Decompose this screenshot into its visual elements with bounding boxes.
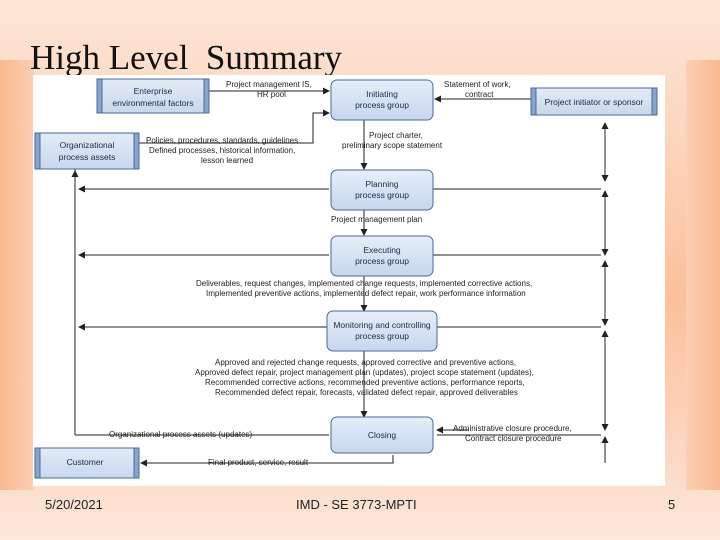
charter-line-2: preliminary scope statement (342, 141, 443, 150)
slide-left-band (0, 60, 34, 490)
page-number: 5 (668, 497, 676, 512)
sow-line-1: Statement of work, (444, 80, 511, 89)
org-updates-label: Organizational process assets (updates) (109, 430, 253, 439)
planning-box: Planning process group (330, 169, 434, 211)
enterprise-box: Enterprise environmental factors (96, 78, 210, 114)
process-flow-diagram: Enterprise environmental factors Organiz… (33, 75, 665, 486)
executing-box: Executing process group (330, 235, 434, 277)
footer-center: IMD - SE 3773-MPTI (296, 497, 417, 512)
sponsor-box: Project initiator or sponsor (530, 87, 658, 116)
initiating-line-2: process group (355, 100, 409, 110)
customer-label: Customer (67, 457, 104, 467)
approved-line-2: Approved defect repair, project manageme… (195, 368, 534, 377)
monitoring-box: Monitoring and controlling process group (326, 310, 438, 352)
planning-line-2: process group (355, 190, 409, 200)
final-product-label: Final product, service, result (208, 458, 309, 467)
slide-title: High Level Summary (30, 38, 343, 77)
closure-line-2: Contract closure procedure (465, 434, 562, 443)
monitoring-line-2: process group (355, 331, 409, 341)
planning-line-1: Planning (365, 179, 398, 189)
executing-line-2: process group (355, 256, 409, 266)
sow-line-2: contract (465, 90, 494, 99)
approved-line-1: Approved and rejected change requests, a… (215, 358, 516, 367)
flow-labels: Project management IS, HR pool Statement… (109, 80, 572, 467)
enterprise-line-2: environmental factors (112, 98, 193, 108)
connector-lines (71, 87, 609, 467)
policies-line-3: lesson learned (201, 156, 253, 165)
customer-box: Customer (34, 447, 140, 479)
approved-line-4: Recommended defect repair, forecasts, va… (215, 388, 518, 397)
footer-date: 5/20/2021 (45, 497, 103, 512)
closure-line-1: Administrative closure procedure, (453, 424, 572, 433)
slide-right-band (686, 60, 720, 490)
approved-line-3: Recommended corrective actions, recommen… (205, 378, 525, 387)
policies-line-2: Defined processes, historical informatio… (149, 146, 295, 155)
org-assets-line-2: process assets (59, 152, 116, 162)
enterprise-line-1: Enterprise (134, 86, 173, 96)
pm-is-line-2: HR pool (257, 90, 286, 99)
policies-line-1: Policies, procedures, standards, guideli… (146, 136, 298, 145)
initiating-line-1: Initiating (366, 89, 398, 99)
deliverables-line-1: Deliverables, request changes, implement… (196, 279, 532, 288)
monitoring-line-1: Monitoring and controlling (333, 320, 431, 330)
pm-plan-label: Project management plan (331, 215, 422, 224)
org-assets-box: Organizational process assets (34, 132, 140, 170)
initiating-box: Initiating process group (330, 79, 434, 121)
pm-is-line-1: Project management IS, (226, 80, 312, 89)
charter-line-1: Project charter, (369, 131, 423, 140)
closing-label: Closing (368, 430, 397, 440)
executing-line-1: Executing (363, 245, 401, 255)
closing-box: Closing (330, 416, 434, 454)
deliverables-line-2: Implemented preventive actions, implemen… (206, 289, 526, 298)
org-assets-line-1: Organizational (60, 140, 115, 150)
sponsor-label: Project initiator or sponsor (545, 97, 644, 107)
